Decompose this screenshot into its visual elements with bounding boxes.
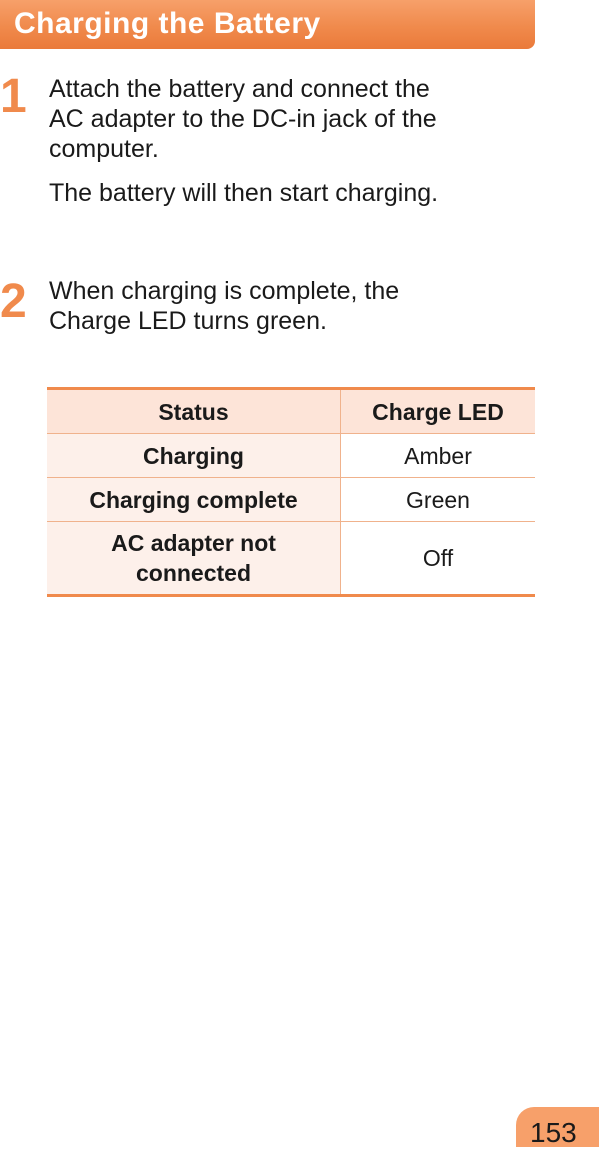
step-1-line: computer. <box>49 135 159 163</box>
page-number-tab: 153 <box>516 1107 599 1148</box>
led-cell: Amber <box>340 433 535 478</box>
led-cell: Off <box>340 521 535 596</box>
page-number: 153 <box>530 1117 577 1148</box>
step-1-line: AC adapter to the DC-in jack of the <box>49 105 437 133</box>
step-number-1: 1 <box>0 70 27 123</box>
status-cell-line: AC adapter not <box>111 530 276 556</box>
table-header-row: Status Charge LED <box>47 388 535 434</box>
status-cell: Charging complete <box>47 477 341 522</box>
step-2-line: Charge LED turns green. <box>49 307 327 335</box>
column-header-charge-led: Charge LED <box>340 388 535 434</box>
led-cell: Green <box>340 477 535 522</box>
column-header-status: Status <box>47 388 341 434</box>
step-2-text: When charging is complete, the Charge LE… <box>49 276 399 336</box>
section-header: Charging the Battery <box>0 0 535 49</box>
table-row: Charging complete Green <box>47 477 535 522</box>
step-2-line: When charging is complete, the <box>49 277 400 305</box>
table-row: Charging Amber <box>47 433 535 478</box>
step-1-note: The battery will then start charging. <box>49 179 439 207</box>
status-cell-line: connected <box>135 560 252 586</box>
step-1-text: Attach the battery and connect the AC ad… <box>49 74 437 164</box>
table-row: AC adapter not connected Off <box>47 521 535 596</box>
step-number-2: 2 <box>0 275 27 328</box>
charge-status-table: Status Charge LED Charging Amber Chargin… <box>47 387 535 597</box>
section-title: Charging the Battery <box>14 7 321 40</box>
step-1-line: Attach the battery and connect the <box>49 75 430 103</box>
status-cell: AC adapter not connected <box>47 521 341 596</box>
status-cell: Charging <box>47 433 341 478</box>
